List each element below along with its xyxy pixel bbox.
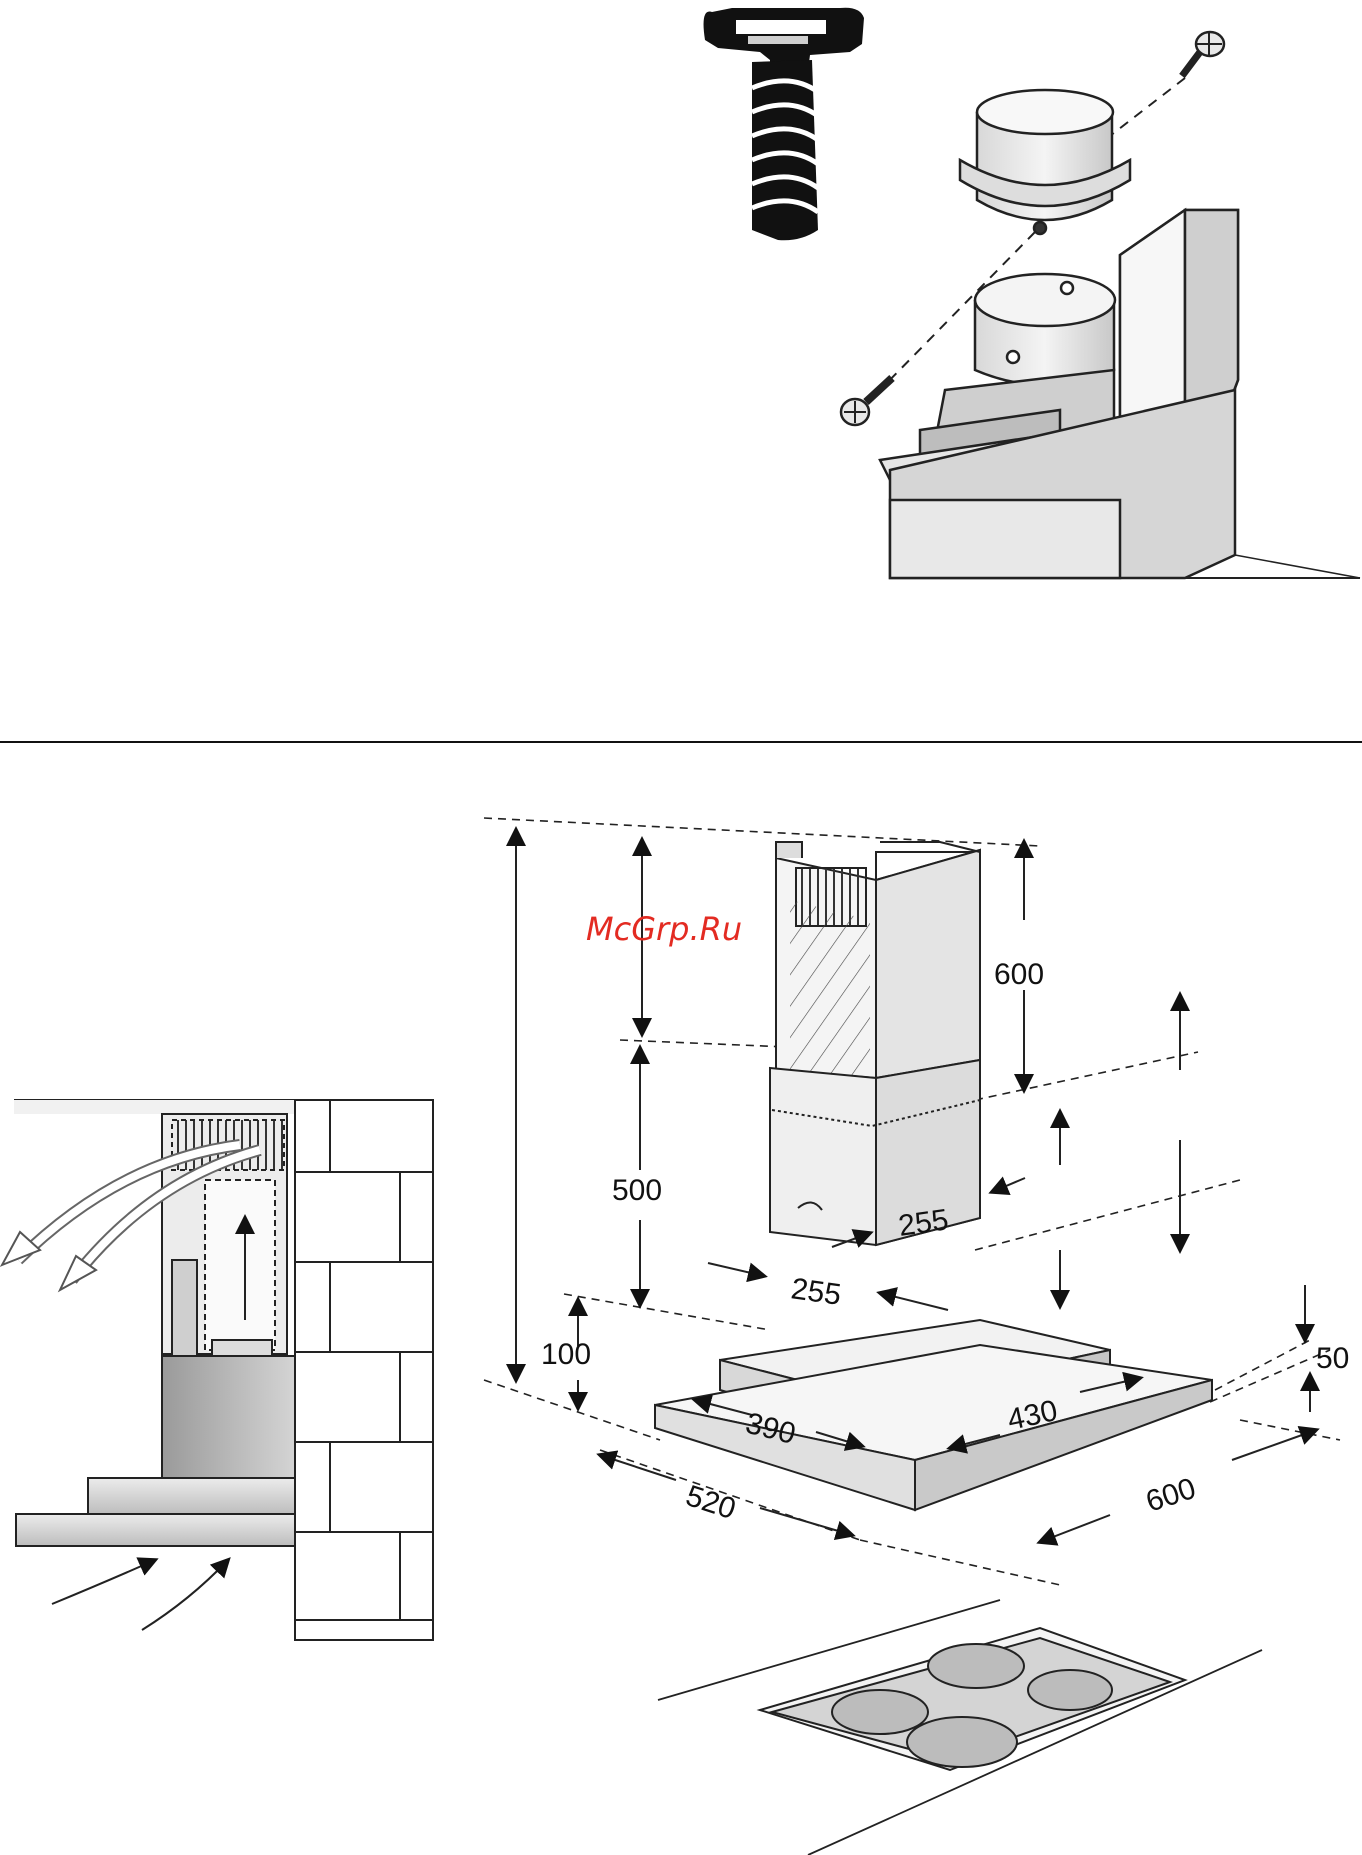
screw-left-icon bbox=[841, 378, 892, 425]
dim-outer-depth: 600 bbox=[1142, 1472, 1200, 1519]
screw-top-icon bbox=[1182, 32, 1224, 76]
dim-canopy-thickness: 50 bbox=[1316, 1342, 1349, 1375]
screw-closeup-icon bbox=[704, 8, 864, 241]
dim-chimney-width-side: 255 bbox=[896, 1203, 950, 1243]
dim-chimney-width-front: 255 bbox=[789, 1272, 843, 1312]
dim-outer-width: 520 bbox=[682, 1479, 740, 1526]
hood-dimension-drawing bbox=[484, 818, 1340, 1855]
dim-chimney-upper: 600 bbox=[994, 958, 1044, 991]
duct-adapter-assembly bbox=[841, 32, 1360, 578]
dim-chimney-lower: 500 bbox=[612, 1174, 662, 1207]
cooktop-diagram bbox=[658, 1600, 1262, 1855]
dim-hood-offset: 100 bbox=[541, 1338, 591, 1371]
watermark: McGrp.Ru bbox=[586, 910, 742, 948]
side-view-diagram bbox=[2, 1100, 433, 1640]
